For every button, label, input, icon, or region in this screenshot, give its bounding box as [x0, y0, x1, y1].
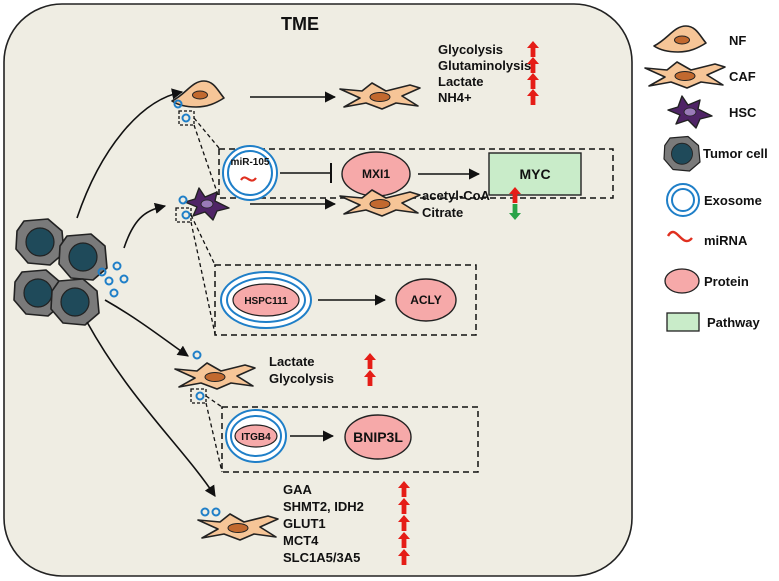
secreted-exosomes — [97, 261, 129, 298]
mirna-label: miR-105 — [231, 157, 270, 168]
block4-effect-label: GLUT1 — [283, 516, 326, 531]
protein-icon — [664, 268, 700, 294]
legend-label-caf: CAF — [729, 69, 756, 84]
acly-label: ACLY — [410, 293, 442, 307]
caf-icon — [644, 61, 726, 89]
block2-effects: acetyl-CoA Citrate — [422, 187, 521, 220]
itgb4-label: ITGB4 — [241, 432, 271, 443]
block2-effect-label: acetyl-CoA — [422, 188, 491, 203]
block4-effect-label: SHMT2, IDH2 — [283, 499, 364, 514]
myc-pathway — [488, 152, 582, 196]
bnip3l-protein — [344, 414, 412, 460]
block4-effect-label: MCT4 — [283, 533, 319, 548]
legend-label-exosome: Exosome — [704, 193, 762, 208]
legend-label-protein: Protein — [704, 274, 749, 289]
block3-effect-label: Lactate — [269, 354, 315, 369]
mirna-strand — [240, 176, 257, 182]
branch-arrows — [76, 88, 216, 497]
myc-label: MYC — [519, 166, 550, 182]
block2-detail-box — [214, 264, 477, 336]
nf-icon — [653, 25, 707, 53]
legend-label-tumor-cell: Tumor cell — [703, 146, 768, 161]
acly-protein — [395, 278, 457, 322]
block4-effect-label: SLC1A5/3A5 — [283, 550, 360, 565]
tme-panel — [3, 3, 633, 577]
block2-effect-label: Citrate — [422, 205, 463, 220]
tme-title: TME — [281, 14, 319, 34]
block1-detail-box — [218, 148, 614, 199]
pathway-icon — [666, 312, 700, 332]
legend: NF CAF HSC Tumor cell Exosome miRNA Prot… — [644, 25, 768, 332]
legend-label-hsc: HSC — [729, 105, 757, 120]
mirna-icon — [666, 230, 693, 242]
legend-label-nf: NF — [729, 33, 746, 48]
mxi1-label: MXI1 — [362, 167, 390, 181]
block1-effect-label: Glycolysis — [438, 42, 503, 57]
block1-effect-label: NH4+ — [438, 90, 472, 105]
bnip3l-label: BNIP3L — [353, 429, 403, 445]
block1-effect-label: Glutaminolysis — [438, 58, 531, 73]
legend-label-mirna: miRNA — [704, 233, 748, 248]
hspc111-label: HSPC111 — [244, 296, 288, 307]
tumor-cell-icon — [663, 135, 701, 172]
legend-label-pathway: Pathway — [707, 315, 761, 330]
block3-effect-label: Glycolysis — [269, 371, 334, 386]
block4-effect-label: GAA — [283, 482, 313, 497]
hsc-icon — [667, 95, 713, 129]
block1-effect-label: Lactate — [438, 74, 484, 89]
